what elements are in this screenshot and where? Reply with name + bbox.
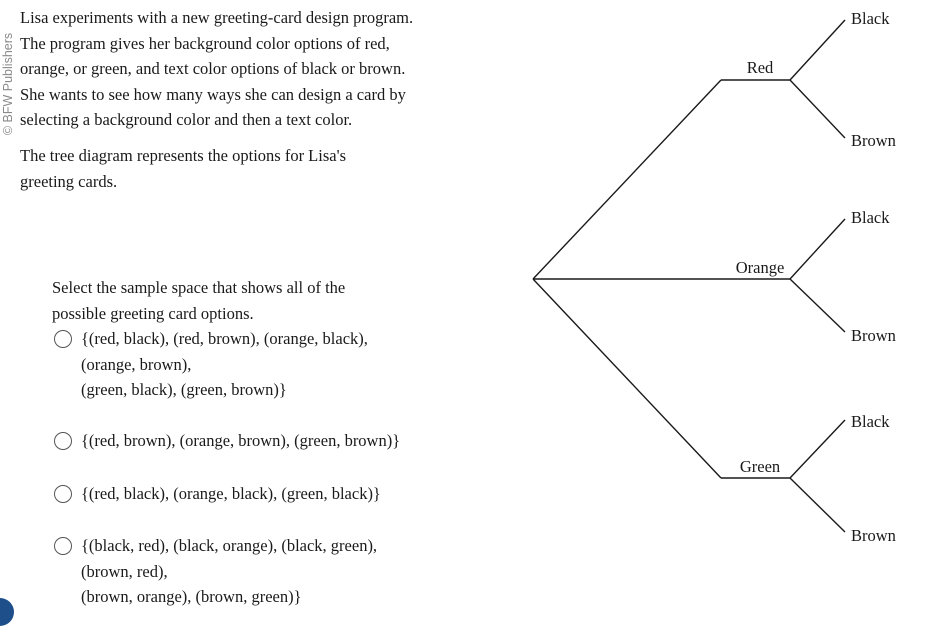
tree-leaf-label: Brown [851, 131, 896, 150]
tree-label-green: Green [740, 457, 780, 476]
answer-option-a-text: {(red, black), (red, brown), (orange, bl… [81, 326, 368, 403]
tree-leaf-green-brown [789, 477, 846, 533]
tree-leaf-green-black [789, 419, 846, 479]
option-line: (brown, orange), (brown, green)} [81, 587, 302, 607]
answer-option-b[interactable]: {(red, brown), (orange, brown), (green, … [54, 428, 400, 454]
intro-line: The program gives her background color o… [20, 33, 390, 53]
answer-option-a[interactable]: {(red, black), (red, brown), (orange, bl… [54, 326, 368, 403]
tree-leaf-red-black [789, 19, 846, 81]
intro-line: selecting a background color and then a … [20, 110, 353, 130]
tree-leaf-orange-brown [789, 278, 846, 333]
question-line: possible greeting card options. [52, 303, 254, 323]
option-line: {(black, red), (black, orange), (black, … [81, 536, 378, 555]
tree-leaf-orange-black [789, 218, 846, 280]
tree-branch-green [532, 278, 722, 479]
option-line: (green, black), (green, brown)} [81, 380, 287, 400]
tree-leaf-label: Brown [851, 326, 896, 345]
intro-line: greeting cards. [20, 171, 118, 191]
tree-label-red: Red [747, 58, 774, 77]
tree-diagram: Red Orange Green Black Brown Black Brown… [532, 9, 896, 545]
option-line: (brown, red), [81, 561, 168, 581]
option-line: (orange, brown), [81, 354, 192, 374]
question-prompt: Select the sample space that shows all o… [52, 275, 452, 326]
intro-line: She wants to see how many ways she can d… [20, 84, 406, 104]
question-line: Select the sample space that shows all o… [52, 278, 346, 297]
answer-option-d[interactable]: {(black, red), (black, orange), (black, … [54, 533, 377, 610]
tree-branch-red [532, 79, 722, 280]
answer-option-b-text: {(red, brown), (orange, brown), (green, … [81, 428, 400, 454]
tree-leaf-label: Brown [851, 526, 896, 545]
radio-button-c[interactable] [54, 485, 72, 503]
tree-leaf-label: Black [851, 412, 890, 431]
option-line: {(red, black), (orange, black), (green, … [81, 484, 381, 503]
option-line: {(red, black), (red, brown), (orange, bl… [81, 329, 368, 348]
tree-label-orange: Orange [736, 258, 785, 277]
tree-leaf-red-brown [789, 79, 846, 139]
intro-line: orange, or green, and text color options… [20, 59, 406, 79]
intro-line: The tree diagram represents the options … [20, 145, 346, 165]
intro-paragraph-2: The tree diagram represents the options … [20, 143, 490, 194]
answer-option-d-text: {(black, red), (black, orange), (black, … [81, 533, 377, 610]
tree-leaf-label: Black [851, 9, 890, 28]
problem-intro: Lisa experiments with a new greeting-car… [20, 5, 490, 194]
radio-button-a[interactable] [54, 330, 72, 348]
radio-button-b[interactable] [54, 432, 72, 450]
answer-option-c-text: {(red, black), (orange, black), (green, … [81, 481, 381, 507]
intro-line: Lisa experiments with a new greeting-car… [20, 8, 414, 27]
intro-paragraph-1: Lisa experiments with a new greeting-car… [20, 5, 490, 133]
tree-leaf-label: Black [851, 208, 890, 227]
radio-button-d[interactable] [54, 537, 72, 555]
answer-option-c[interactable]: {(red, black), (orange, black), (green, … [54, 481, 381, 507]
option-line: {(red, brown), (orange, brown), (green, … [81, 431, 401, 450]
